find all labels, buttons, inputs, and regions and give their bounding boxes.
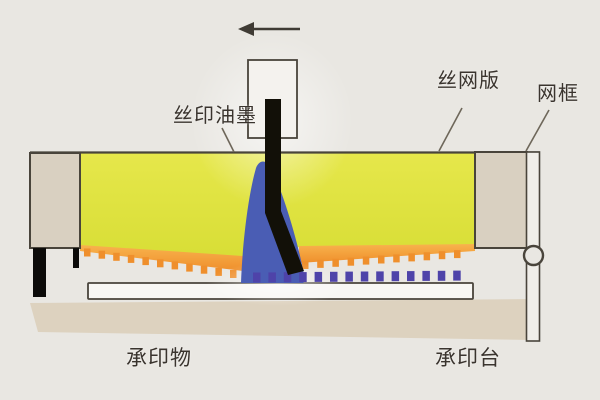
printed-ink-dot	[345, 271, 353, 282]
mesh-tooth	[157, 259, 164, 268]
mesh-tooth	[200, 265, 208, 274]
frame-left-leg	[33, 248, 46, 297]
printed-ink-dot	[283, 272, 292, 283]
mesh-tooth	[186, 263, 193, 272]
frame-leader-line	[525, 109, 550, 152]
printed-ink-dot	[376, 271, 384, 282]
frame-label: 网框	[537, 81, 579, 105]
printed-ink-dot	[391, 271, 400, 282]
screen-plate-label: 丝网版	[437, 68, 500, 92]
frame-left-stub	[73, 248, 79, 268]
ink-leader-line	[221, 127, 235, 153]
printed-ink-dot	[299, 272, 307, 283]
mesh-tooth	[454, 250, 461, 259]
mesh-tooth	[393, 254, 400, 263]
printed-ink-dot	[330, 271, 338, 282]
printed-ink-dot	[314, 271, 323, 282]
screen-mesh-right	[299, 244, 475, 263]
mesh-tooth	[347, 257, 355, 266]
squeegee	[265, 99, 304, 275]
printing-table-base	[30, 299, 533, 340]
printed-ink-dot	[437, 270, 446, 281]
mesh-tooth	[362, 256, 370, 265]
screen-mesh-left	[80, 245, 243, 271]
ink-label: 丝印油墨	[173, 103, 257, 127]
mesh-tooth	[408, 253, 415, 262]
mesh-tooth	[423, 252, 431, 261]
printed-ink-dots	[253, 270, 461, 283]
printed-ink-dot	[422, 270, 430, 281]
mesh-tooth	[332, 258, 339, 267]
substrate-label: 承印物	[126, 346, 192, 370]
mesh-tooth	[378, 255, 385, 264]
table-label: 承印台	[435, 346, 501, 370]
frame-right-block	[474, 151, 528, 249]
mesh-tooth	[98, 250, 106, 259]
direction-arrow-icon	[238, 22, 300, 36]
printed-ink-dot	[360, 271, 369, 282]
hinge-circle	[522, 244, 545, 267]
printed-ink-dot	[453, 270, 461, 281]
mesh-tooth	[127, 254, 135, 263]
mesh-tooth	[84, 248, 91, 257]
frame-left-block	[29, 152, 81, 249]
screen-plate-leader-line	[438, 107, 463, 152]
mesh-tooth	[142, 257, 149, 266]
mesh-tooth	[317, 259, 324, 268]
printed-ink-dot	[253, 272, 261, 283]
mesh-tooth	[113, 252, 120, 261]
printed-ink-dot	[407, 271, 415, 282]
printed-ink-dot	[268, 272, 276, 283]
mesh-tooth	[438, 251, 446, 260]
mesh-tooth	[171, 261, 179, 270]
